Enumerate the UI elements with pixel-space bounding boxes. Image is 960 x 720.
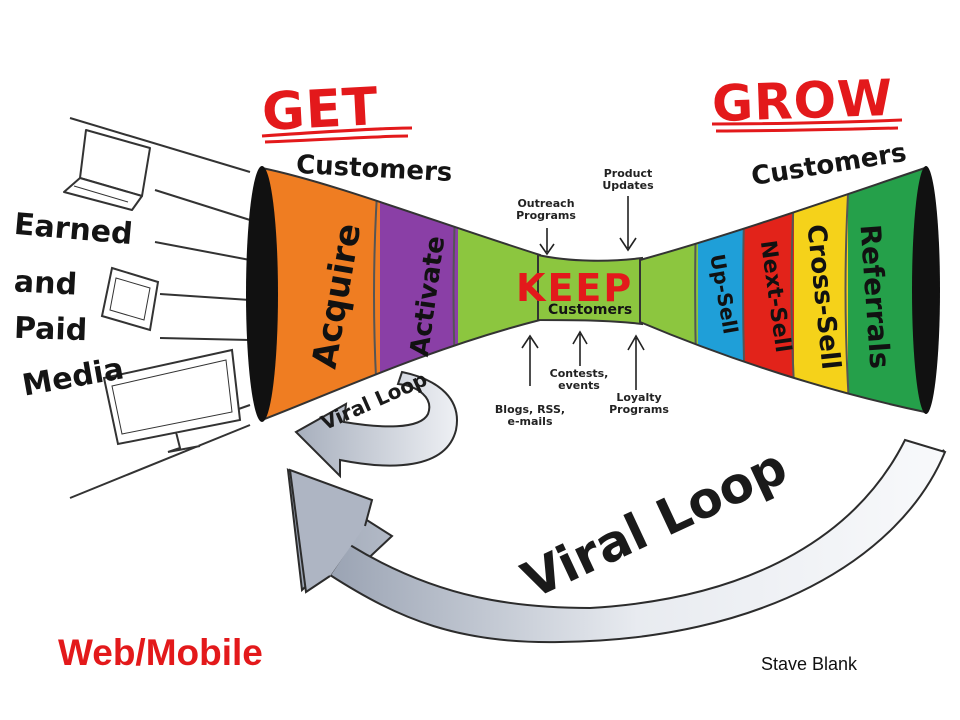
keep-input-product-updates: Product Updates bbox=[602, 167, 654, 192]
small-viral-loop-arrow bbox=[294, 370, 458, 479]
title-underlines bbox=[261, 118, 903, 144]
keep-neck bbox=[537, 253, 643, 326]
keep-subtitle: Customers bbox=[548, 302, 633, 318]
footer-author: Stave Blank bbox=[761, 654, 858, 674]
footer-web-mobile: Web/Mobile bbox=[58, 632, 263, 673]
media-label-line-2: and bbox=[13, 264, 78, 303]
monitor-icon bbox=[102, 348, 242, 453]
get-funnel-mouth bbox=[246, 166, 278, 422]
keep-title: KEEP bbox=[516, 266, 634, 310]
media-label-line-3: Paid bbox=[13, 310, 88, 349]
laptop-icon bbox=[63, 129, 151, 211]
keep-input-blogs: Blogs, RSS, e-mails bbox=[494, 403, 566, 428]
keep-input-outreach: Outreach Programs bbox=[516, 197, 576, 222]
arrow-icon bbox=[521, 196, 645, 390]
phone-icon bbox=[100, 266, 160, 332]
keep-input-contests: Contests, events bbox=[549, 367, 609, 392]
get-title: GET bbox=[260, 76, 381, 144]
keep-input-loyalty: Loyalty Programs bbox=[609, 391, 669, 416]
grow-funnel-mouth bbox=[912, 166, 940, 414]
big-viral-loop-arrow bbox=[286, 438, 947, 644]
grow-title: GROW bbox=[711, 68, 895, 134]
